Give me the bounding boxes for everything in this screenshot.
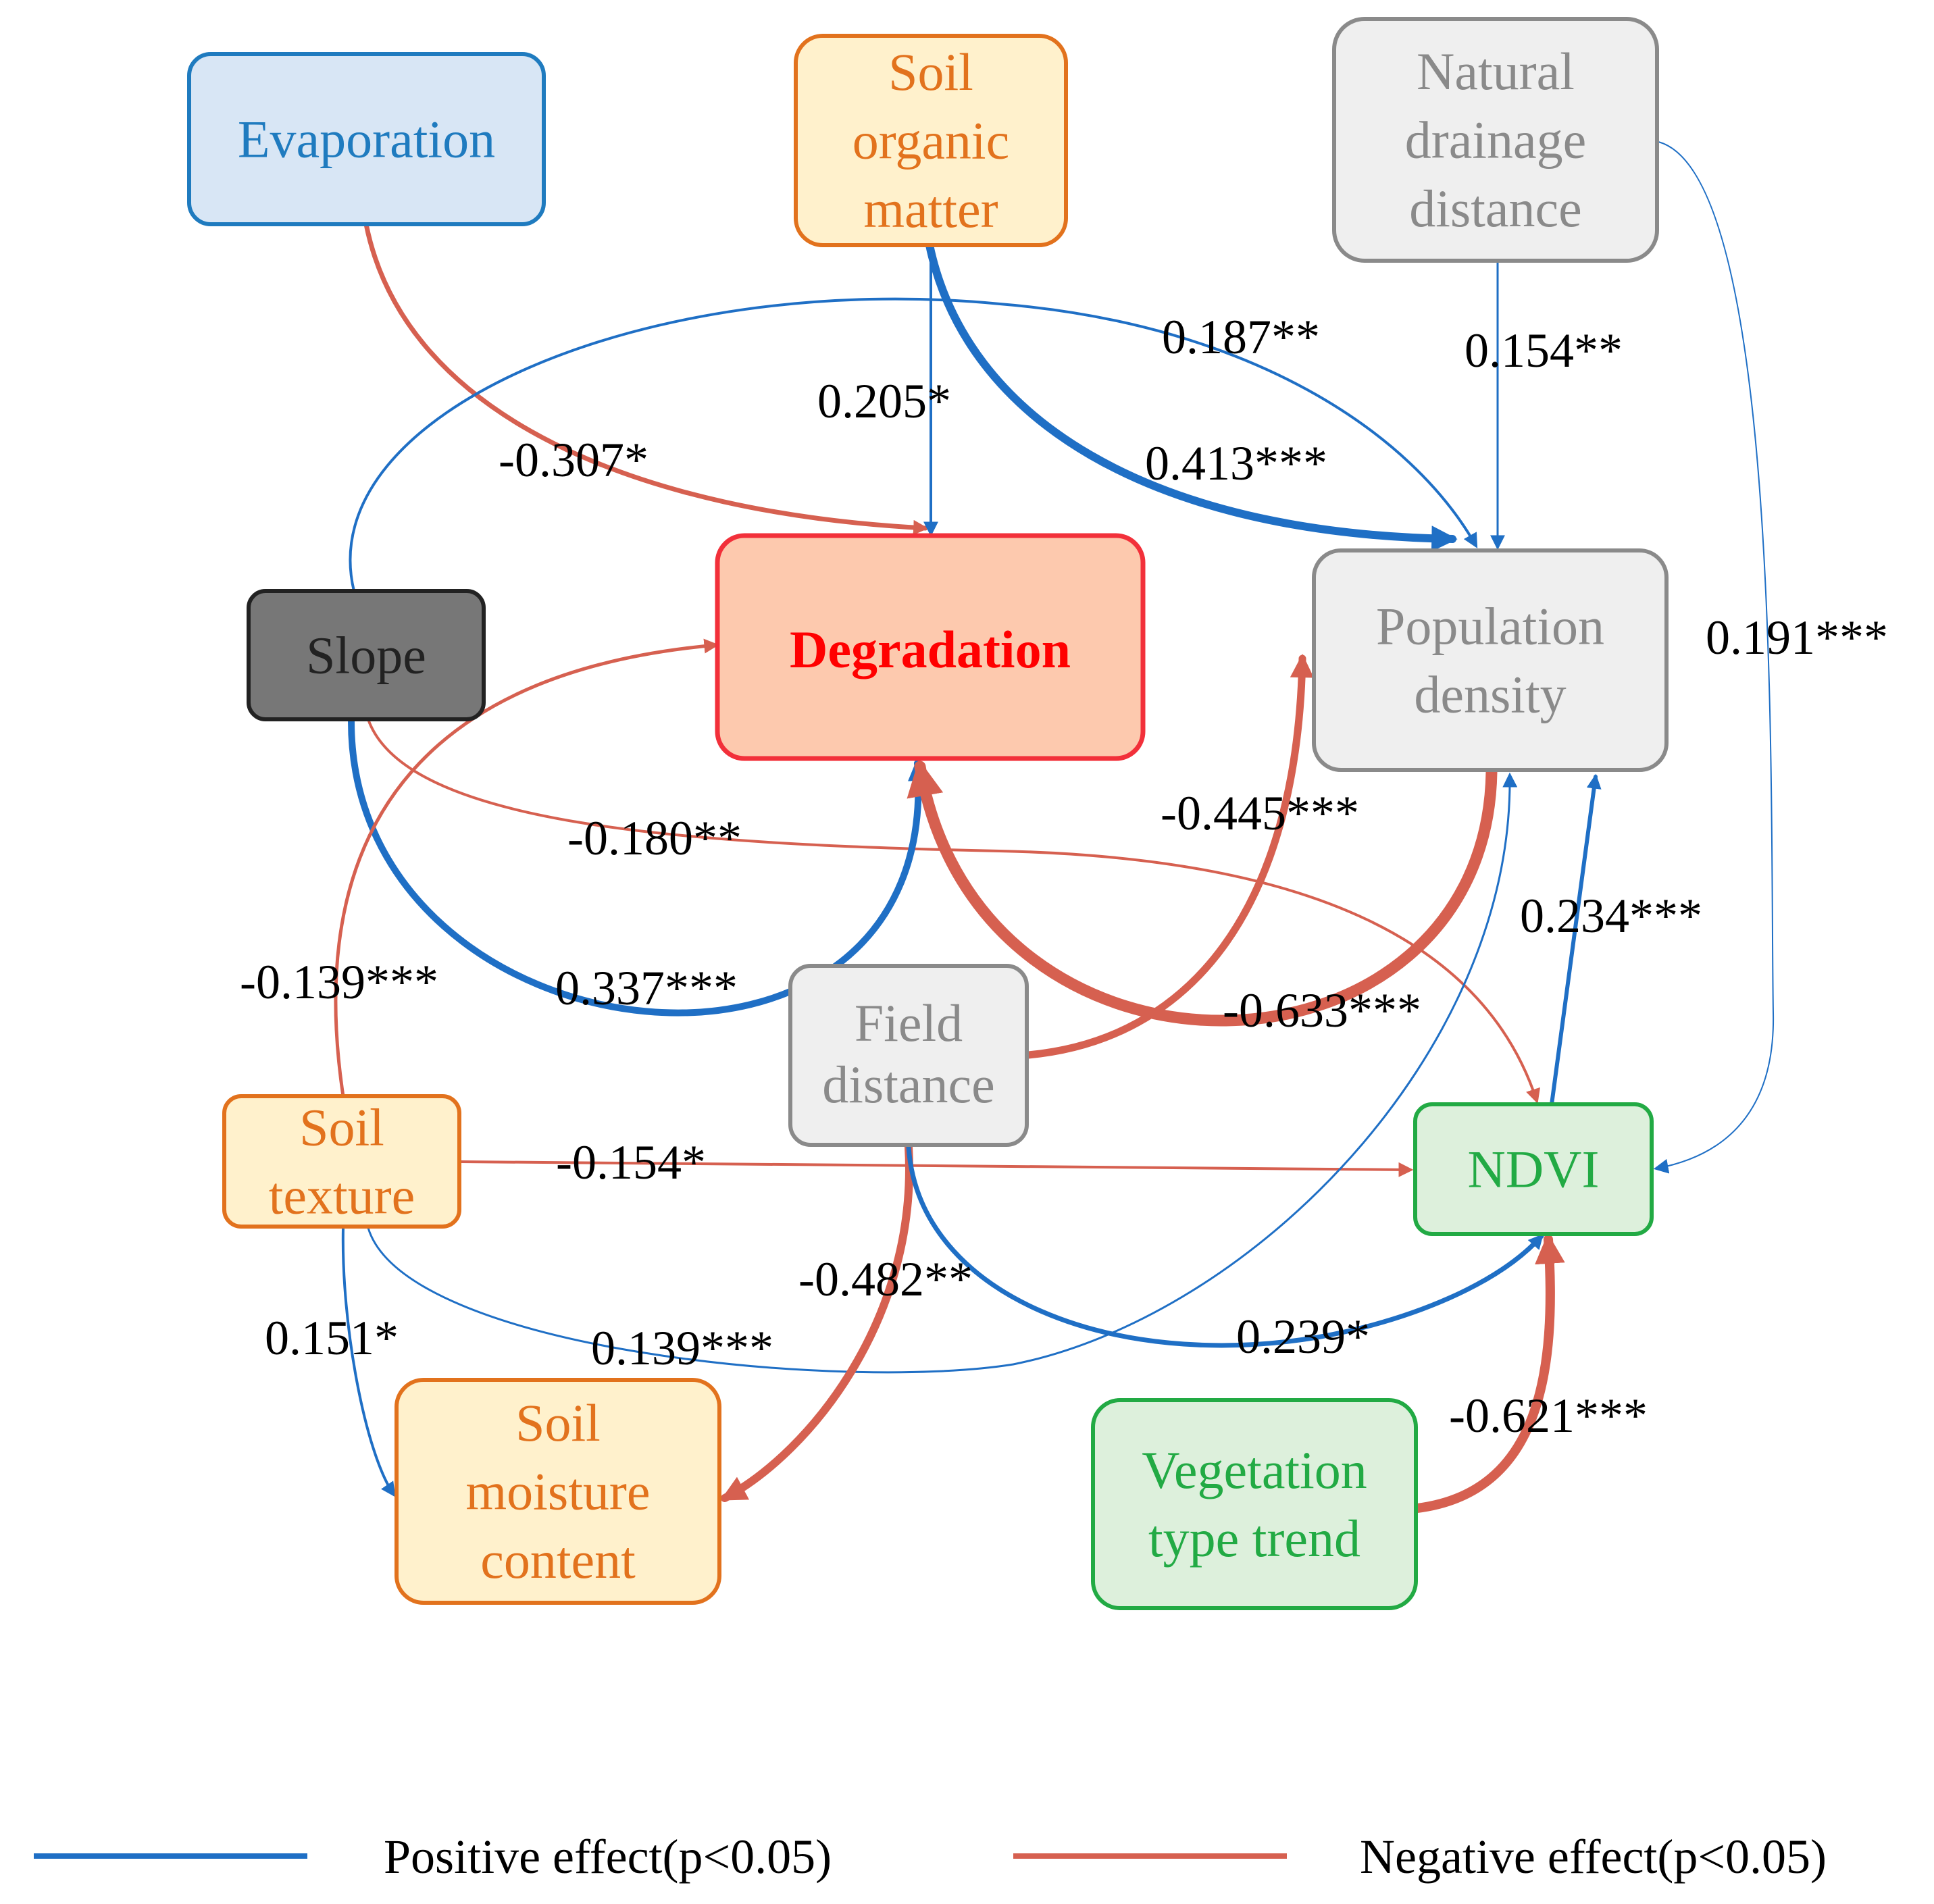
edge-label-slope-degr: 0.337*** — [555, 961, 738, 1015]
node-label: Degradation — [790, 620, 1071, 679]
edge-slope-degr — [348, 718, 930, 1017]
node-soil-organic-matter: Soil organic matter — [794, 34, 1068, 247]
node-box — [1091, 1398, 1418, 1610]
edge-label-som-pop: 0.413*** — [1145, 436, 1327, 490]
node-box — [1332, 17, 1659, 263]
edge-label-text-ndvi: -0.154* — [556, 1135, 706, 1189]
node-box — [788, 964, 1029, 1147]
node-label: Soil — [888, 43, 973, 101]
node-box — [794, 34, 1068, 247]
edge-som-pop — [925, 241, 1458, 552]
node-label: drainage — [1405, 111, 1587, 170]
node-label: type trend — [1148, 1509, 1360, 1568]
edge-field-pop — [1024, 653, 1314, 1059]
node-soil-moisture-content: Soil moisture content — [395, 1378, 721, 1605]
edge-label-text-moist: 0.151* — [265, 1311, 399, 1365]
node-box — [247, 589, 486, 721]
edge-label-nat-ndvi: 0.191*** — [1706, 611, 1888, 665]
edge-label-field-moist: -0.482** — [798, 1252, 973, 1306]
edge-slope-ndvi — [367, 718, 1540, 1104]
node-label: Natural — [1417, 42, 1575, 101]
node-label: moisture — [466, 1462, 651, 1521]
node-box — [222, 1094, 461, 1229]
edge-evap-degr — [363, 222, 929, 536]
edge-pop-degr — [907, 759, 1498, 1027]
node-soil-texture: Soil texture — [222, 1094, 461, 1229]
node-label: matter — [863, 180, 998, 238]
node-label: distance — [822, 1055, 995, 1114]
edge-label-field-pop: -0.445*** — [1161, 786, 1359, 840]
node-label: Soil — [515, 1393, 601, 1452]
edge-text-degr — [334, 638, 719, 1098]
node-label: distance — [1409, 179, 1582, 238]
edge-label-pop-degr: -0.633*** — [1223, 983, 1421, 1037]
node-ndvi: NDVI — [1413, 1102, 1654, 1236]
node-label: Field — [855, 994, 963, 1052]
node-label: texture — [269, 1166, 415, 1225]
edge-label-field-ndvi: 0.239* — [1236, 1310, 1370, 1364]
node-box — [395, 1378, 721, 1605]
labels-layer: -0.307* 0.205* 0.413*** 0.187** 0.154** 0.191… — [240, 310, 1888, 1443]
edge-text-pop — [367, 772, 1518, 1374]
edge-label-text-degr: -0.139*** — [240, 955, 438, 1009]
edge-label-veg-ndvi: -0.621*** — [1449, 1389, 1648, 1443]
edge-slope-pop — [349, 297, 1478, 592]
node-label: content — [480, 1530, 636, 1589]
node-evaporation: Evaporation — [187, 52, 546, 226]
node-degradation: Degradation — [715, 533, 1146, 761]
edge-label-ndvi-pop: 0.234*** — [1520, 889, 1702, 943]
legend-negative-label: Negative effect(p<0.05) — [1360, 1830, 1827, 1884]
edge-label-evap-degr: -0.307* — [499, 433, 648, 487]
node-label: NDVI — [1468, 1140, 1600, 1199]
nodes-layer: EvaporationSoilorganicmatterNaturaldrain… — [187, 17, 1669, 1610]
edge-text-ndvi — [459, 1160, 1414, 1177]
edge-field-moist — [720, 1143, 913, 1502]
node-label: Vegetation — [1142, 1441, 1367, 1499]
edge-label-slope-ndvi: -0.180** — [567, 811, 742, 865]
node-box — [715, 533, 1146, 761]
node-label: density — [1414, 665, 1566, 724]
edge-veg-ndvi — [1413, 1233, 1565, 1513]
node-box — [187, 52, 546, 226]
node-label: Slope — [306, 626, 426, 685]
node-slope: Slope — [247, 589, 486, 721]
node-label: Evaporation — [238, 110, 495, 169]
node-label: Soil — [299, 1098, 384, 1156]
edge-ndvi-pop — [1550, 773, 1602, 1106]
node-vegetation-type-trend: Vegetation type trend — [1091, 1398, 1418, 1610]
legend: Positive effect(p<0.05) Negative effect(… — [34, 1830, 1827, 1884]
edge-label-text-pop: 0.139*** — [591, 1321, 773, 1375]
node-box — [1413, 1102, 1654, 1236]
node-label: Population — [1376, 596, 1604, 655]
edge-label-slope-pop: 0.187** — [1162, 310, 1320, 364]
edge-label-som-degr: 0.205* — [817, 374, 951, 428]
node-label: organic — [853, 111, 1009, 170]
legend-positive-label: Positive effect(p<0.05) — [384, 1830, 832, 1884]
node-population-density: Population density — [1312, 548, 1669, 772]
node-box — [1312, 548, 1669, 772]
node-natural-drainage-distance: Natural drainage distance — [1332, 17, 1659, 263]
edge-label-nat-pop: 0.154** — [1465, 324, 1623, 378]
edge-nat-ndvi — [1653, 141, 1775, 1174]
edges-layer — [334, 141, 1775, 1513]
edge-text-moist — [341, 1227, 396, 1497]
edge-field-ndvi — [906, 1144, 1544, 1348]
